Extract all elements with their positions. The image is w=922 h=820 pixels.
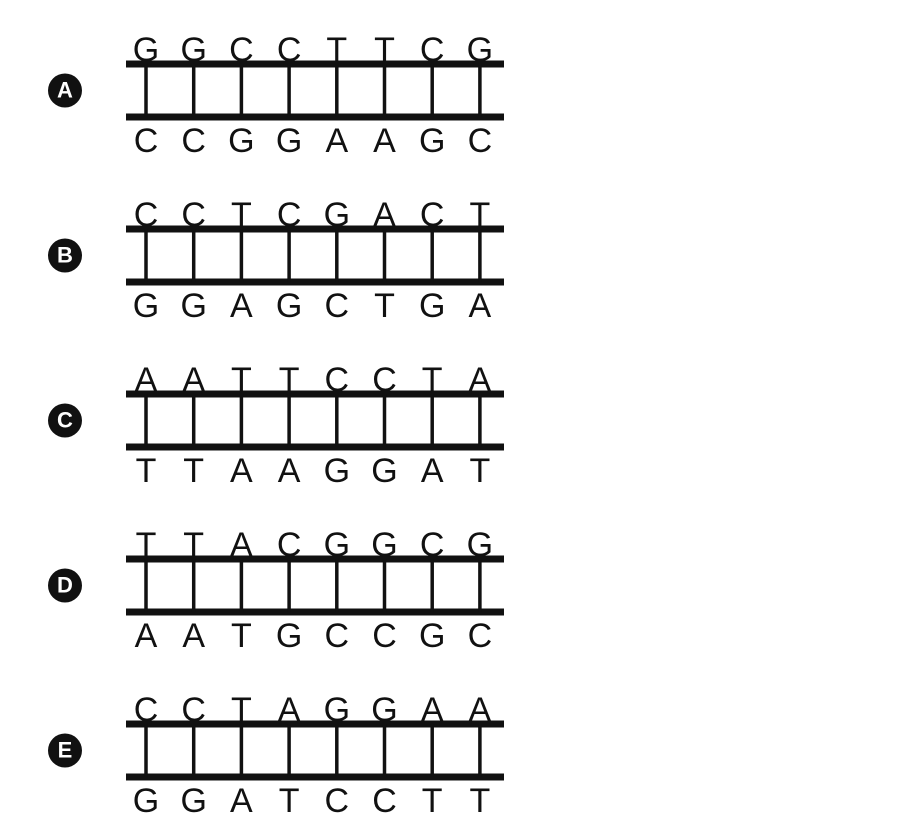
bottom-base: A [421, 452, 444, 490]
option-label: C [57, 407, 73, 432]
bottom-base: G [228, 122, 254, 160]
bottom-base: C [325, 782, 350, 820]
bottom-base: G [324, 452, 350, 490]
bottom-base: G [180, 782, 206, 820]
top-base: T [231, 361, 252, 399]
bottom-base: T [279, 782, 300, 820]
bottom-base: A [230, 782, 253, 820]
top-base: A [182, 361, 205, 399]
bottom-base: G [419, 122, 445, 160]
bottom-base: T [183, 452, 204, 490]
bottom-base: A [469, 287, 492, 325]
bottom-base: G [419, 287, 445, 325]
top-base: T [326, 31, 347, 69]
option-badge-circle [48, 733, 82, 768]
bottom-base: C [325, 287, 350, 325]
bottom-base: C [372, 782, 397, 820]
top-base: T [422, 361, 443, 399]
bottom-base: A [230, 287, 253, 325]
top-base: T [136, 526, 157, 564]
bottom-base: C [372, 617, 397, 655]
top-base: A [469, 361, 492, 399]
option-badge-circle [48, 568, 82, 603]
bottom-base: C [468, 122, 493, 160]
top-base: T [183, 526, 204, 564]
top-base: A [469, 691, 492, 729]
top-base: A [278, 691, 301, 729]
bottom-base: T [136, 452, 157, 490]
bottom-base: G [419, 617, 445, 655]
bottom-base: T [422, 782, 443, 820]
bottom-base: C [325, 617, 350, 655]
bottom-base: T [470, 782, 491, 820]
bottom-base: T [374, 287, 395, 325]
option-label: B [57, 242, 73, 267]
bottom-base: A [373, 122, 396, 160]
option-badge-circle [48, 73, 82, 108]
option-label: A [57, 77, 73, 102]
bottom-base: G [180, 287, 206, 325]
top-base: A [135, 361, 158, 399]
option-label: D [57, 572, 73, 597]
top-base: A [230, 526, 253, 564]
option-badge-circle [48, 238, 82, 273]
bottom-base: G [276, 617, 302, 655]
bottom-base: G [133, 782, 159, 820]
top-base: T [374, 31, 395, 69]
bottom-base: G [371, 452, 397, 490]
bottom-base: G [133, 287, 159, 325]
bottom-base: G [276, 122, 302, 160]
top-base: A [421, 691, 444, 729]
bottom-base: G [276, 287, 302, 325]
top-base: T [470, 196, 491, 234]
bottom-base: A [182, 617, 205, 655]
option-label: E [58, 737, 73, 762]
bottom-base: A [230, 452, 253, 490]
option-badge-circle [48, 403, 82, 438]
bottom-base: T [470, 452, 491, 490]
bottom-base: C [181, 122, 206, 160]
bottom-base: C [134, 122, 159, 160]
bottom-base: C [468, 617, 493, 655]
bottom-base: T [231, 617, 252, 655]
bottom-base: A [278, 452, 301, 490]
top-base: T [231, 196, 252, 234]
bottom-base: A [325, 122, 348, 160]
top-base: T [231, 691, 252, 729]
bottom-base: A [135, 617, 158, 655]
top-base: A [373, 196, 396, 234]
top-base: T [279, 361, 300, 399]
